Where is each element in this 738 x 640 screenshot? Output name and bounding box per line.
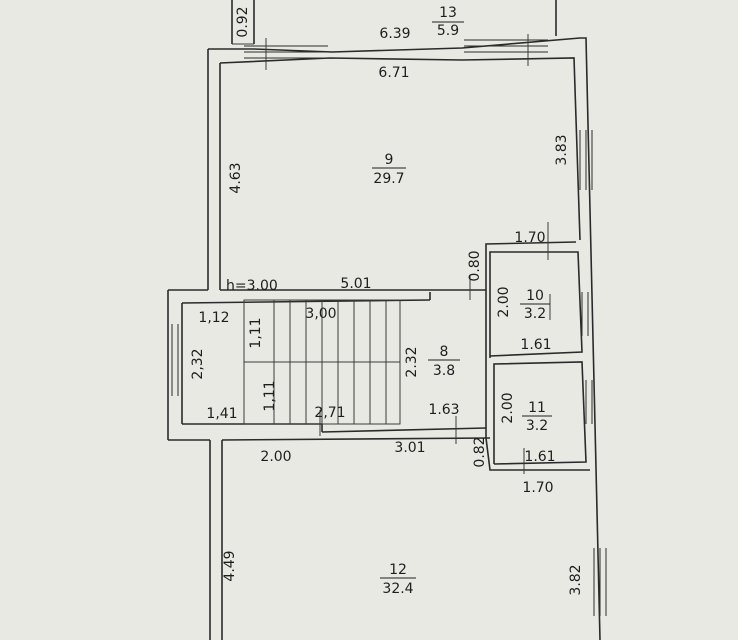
- dim-1-70-top: 1.70: [514, 230, 545, 246]
- staircase: [243, 299, 401, 425]
- room-9-area: 29.7: [373, 171, 404, 187]
- dim-2-00-room10: 2.00: [496, 286, 512, 317]
- room-10-number: 10: [526, 288, 544, 304]
- dim-0-82: 0.82: [472, 436, 488, 467]
- room-11-number: 11: [528, 400, 546, 416]
- dimension-ticks: [265, 34, 551, 474]
- dim-1-41: 1,41: [206, 406, 237, 422]
- dim-1-11-bottom: 1,11: [262, 380, 278, 411]
- dim-3-83: 3.83: [554, 134, 570, 165]
- dim-6-71: 6.71: [378, 65, 409, 81]
- fraction-lines: [372, 21, 552, 579]
- dim-1-61-room11: 1.61: [524, 449, 555, 465]
- dim-0-80: 0.80: [467, 250, 483, 281]
- dim-1-11-top: 1,11: [248, 317, 264, 348]
- dim-3-01: 3.01: [394, 440, 425, 456]
- dim-0-92: 0.92: [235, 6, 251, 37]
- dimension-labels: 0.92 6.39 6.71 4.63 3.83 1.70 0.80 h=3.0…: [190, 6, 584, 595]
- dim-2-32-left: 2,32: [190, 348, 206, 379]
- dim-5-01: 5.01: [340, 276, 371, 292]
- dim-4-63: 4.63: [228, 162, 244, 193]
- room-13-area: 5.9: [437, 23, 459, 39]
- room-11-area: 3.2: [526, 418, 548, 434]
- room-12-area: 32.4: [382, 581, 413, 597]
- ceiling-height: h=3.00: [226, 278, 278, 294]
- room-13-outline: [231, 0, 557, 45]
- dim-2-00-hall: 2.00: [260, 449, 291, 465]
- dim-3-82: 3.82: [568, 564, 584, 595]
- rooms-10-11-walls: [485, 241, 590, 471]
- windows: [171, 39, 607, 616]
- room-10-area: 3.2: [524, 306, 546, 322]
- room-13-number: 13: [439, 5, 457, 21]
- dim-1-63: 1.63: [428, 402, 459, 418]
- room-labels: 13 5.9 9 29.7 10 3.2 8 3.8 11 3.2 12 32.…: [373, 5, 548, 597]
- dim-2-00-room11: 2.00: [500, 392, 516, 423]
- dim-1-12: 1,12: [198, 310, 229, 326]
- dim-4-49: 4.49: [222, 550, 238, 581]
- dim-1-70-bottom: 1.70: [522, 480, 553, 496]
- room-8-area: 3.8: [433, 363, 455, 379]
- room-9-number: 9: [385, 152, 394, 168]
- dim-1-61-room10: 1.61: [520, 337, 551, 353]
- dim-2-32-right: 2.32: [404, 346, 420, 377]
- dim-3-00: 3,00: [305, 306, 336, 322]
- room-12-number: 12: [389, 562, 407, 578]
- room-8-number: 8: [440, 344, 449, 360]
- dim-2-71: 2,71: [314, 405, 345, 421]
- dim-6-39: 6.39: [379, 26, 410, 42]
